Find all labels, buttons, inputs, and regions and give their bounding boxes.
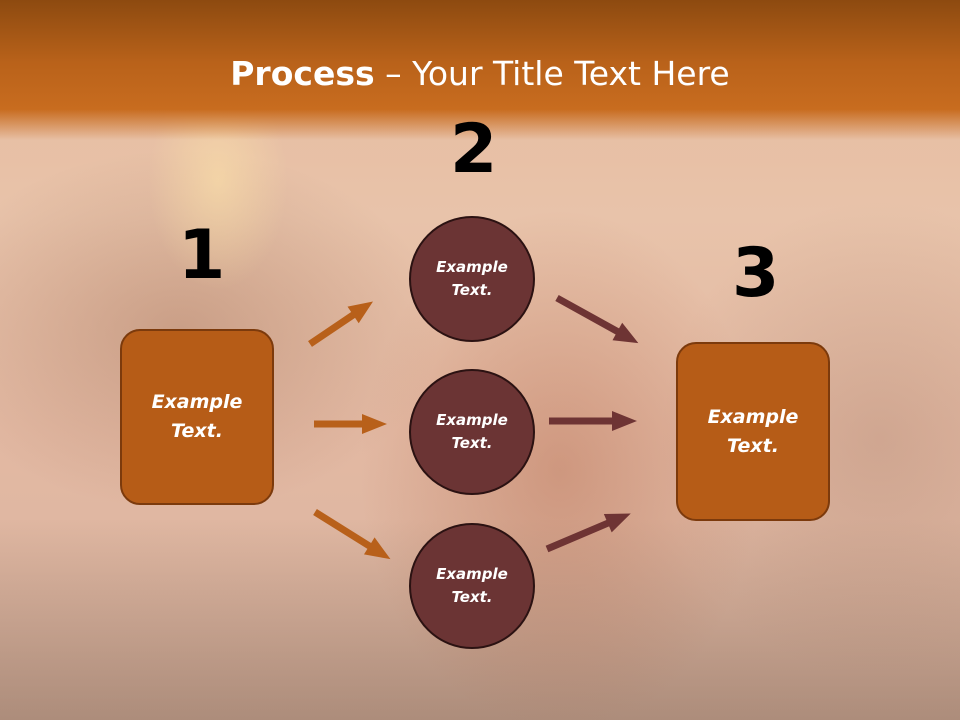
step-number-1: 1 xyxy=(178,216,226,295)
arrow-left-to-top xyxy=(308,301,374,347)
arrow-left-to-middle xyxy=(314,414,387,434)
arrow-left-to-bottom xyxy=(313,509,391,560)
circle-bottom: Example Text. xyxy=(409,523,535,649)
step-number-2: 2 xyxy=(450,110,498,189)
arrow-top-to-right xyxy=(555,294,639,344)
title-bold: Process xyxy=(230,54,375,93)
title-rest: – Your Title Text Here xyxy=(374,54,730,93)
arrow-bottom-to-right xyxy=(545,513,631,553)
title-band xyxy=(0,0,960,140)
right-process-box: Example Text. xyxy=(676,342,830,521)
left-box-label: Example Text. xyxy=(151,391,243,442)
circle-middle: Example Text. xyxy=(409,369,535,495)
circle-middle-label: Example Text. xyxy=(436,411,508,452)
circle-bottom-label: Example Text. xyxy=(436,565,508,606)
left-process-box: Example Text. xyxy=(120,329,274,505)
arrow-middle-to-right xyxy=(549,411,637,431)
right-box-label: Example Text. xyxy=(707,405,799,457)
circle-top-label: Example Text. xyxy=(436,258,508,299)
circle-top: Example Text. xyxy=(409,216,535,342)
slide-title: Process – Your Title Text Here xyxy=(0,52,960,96)
step-number-3: 3 xyxy=(732,234,780,313)
